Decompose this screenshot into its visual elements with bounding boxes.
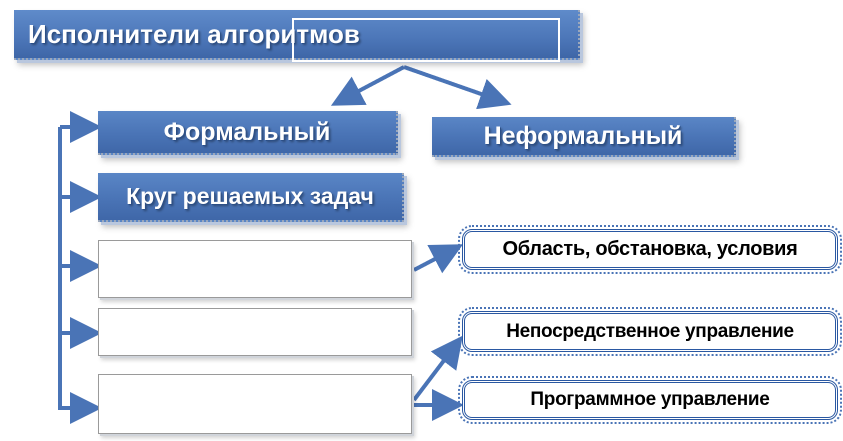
title-box: Исполнители алгоритмов [14, 10, 580, 62]
informal-label: Неформальный [483, 121, 683, 150]
arrow-empty1-to-frame1 [413, 244, 464, 274]
arrow-title-to-informal [403, 65, 512, 110]
empty-box-2 [98, 308, 412, 356]
conditions-label: Область, обстановка, условия [502, 238, 798, 260]
formal-label: Формальный [163, 117, 331, 146]
arrow-empty3-to-frame2 [412, 335, 463, 402]
conditions-box: Область, обстановка, условия [458, 225, 842, 274]
empty-box-1 [98, 240, 412, 298]
formal-box: Формальный [98, 111, 398, 155]
tasks-box: Круг решаемых задач [98, 173, 404, 222]
direct-control-label: Непосредственное управление [506, 320, 794, 342]
direct-control-box: Непосредственное управление [458, 307, 842, 356]
tasks-label: Круг решаемых задач [126, 183, 374, 209]
program-control-label: Программное управление [530, 389, 770, 410]
program-control-box: Программное управление [458, 376, 842, 424]
informal-box: Неформальный [432, 117, 736, 157]
empty-box-3 [98, 374, 412, 434]
title-text: Исполнители алгоритмов [28, 18, 360, 49]
arrow-title-to-formal [330, 65, 405, 106]
